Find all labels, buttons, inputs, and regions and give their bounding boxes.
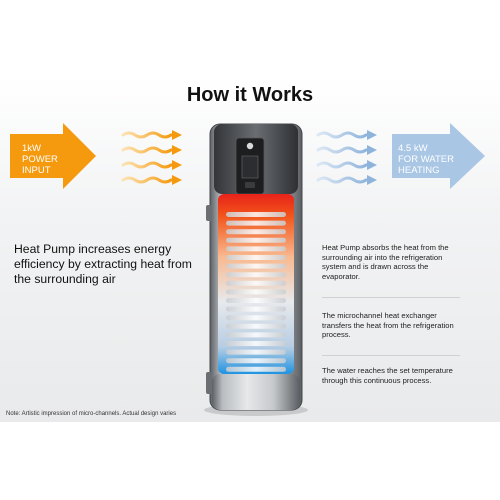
power-input-label: 1kW POWER INPUT bbox=[22, 143, 58, 176]
power-input-arrow bbox=[10, 123, 96, 189]
water-heating-line-1: 4.5 kW bbox=[398, 143, 428, 154]
cool-air-waves bbox=[316, 131, 368, 184]
coil-rib bbox=[226, 358, 286, 364]
side-pipe-upper bbox=[206, 205, 212, 221]
water-heating-arrow bbox=[392, 123, 485, 189]
coil-rib bbox=[226, 332, 286, 338]
coil-rib bbox=[226, 255, 286, 260]
water-heating-label: 4.5 kW FOR WATER HEATING bbox=[398, 143, 454, 176]
step-2-text: The microchannel heat exchanger transfer… bbox=[322, 311, 454, 340]
coil-rib bbox=[226, 280, 286, 286]
power-input-line-1: 1kW bbox=[22, 143, 41, 154]
water-heating-line-3: HEATING bbox=[398, 165, 440, 176]
page-title: How it Works bbox=[186, 84, 314, 106]
coil-rib bbox=[226, 289, 286, 295]
brand-logo-icon bbox=[246, 142, 254, 150]
power-input-line-3: INPUT bbox=[22, 165, 51, 176]
display-screen bbox=[241, 155, 259, 179]
coil-rib bbox=[226, 272, 286, 278]
footnote: Note: Artistic impression of micro-chann… bbox=[6, 411, 177, 417]
coil-rib bbox=[226, 323, 286, 329]
coil-rib bbox=[226, 237, 286, 243]
tank-bottom-base bbox=[212, 374, 300, 410]
coil-rib bbox=[226, 298, 286, 303]
coil-rib bbox=[226, 220, 286, 226]
display-button bbox=[245, 182, 255, 188]
efficiency-headline: Heat Pump increases energy efficiency by… bbox=[14, 242, 192, 286]
coil-rib bbox=[226, 315, 286, 321]
coil-rib bbox=[226, 246, 286, 252]
power-input-line-2: POWER bbox=[22, 154, 58, 165]
step-divider-1 bbox=[322, 297, 460, 298]
coil-rib bbox=[226, 229, 286, 235]
coil-rib bbox=[226, 263, 286, 269]
step-1-text: Heat Pump absorbs the heat from the surr… bbox=[322, 243, 449, 281]
coil-rib bbox=[226, 306, 286, 312]
coil-rib bbox=[226, 341, 286, 346]
side-pipe-lower bbox=[206, 372, 212, 394]
step-3-text: The water reaches the set temperature th… bbox=[322, 366, 453, 385]
microchannel-coil bbox=[226, 212, 286, 372]
coil-rib bbox=[226, 366, 286, 372]
water-heating-line-2: FOR WATER bbox=[398, 154, 454, 165]
warm-air-waves bbox=[121, 131, 173, 184]
coil-rib bbox=[226, 212, 286, 217]
step-divider-2 bbox=[322, 355, 460, 356]
coil-rib bbox=[226, 349, 286, 355]
cool-wave-arrowheads bbox=[367, 130, 377, 185]
warm-wave-arrowheads bbox=[172, 130, 182, 185]
